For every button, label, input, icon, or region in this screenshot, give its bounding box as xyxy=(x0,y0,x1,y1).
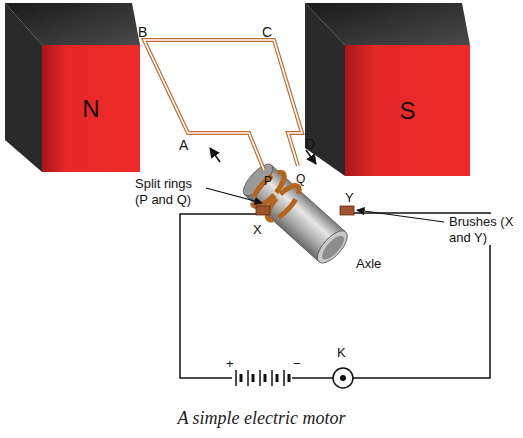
circuit-wire xyxy=(180,213,490,378)
figure-caption: A simple electric motor xyxy=(0,408,523,429)
battery-symbol xyxy=(236,370,289,386)
current-arrow xyxy=(306,150,316,164)
part-letter: Q xyxy=(296,172,305,186)
brush xyxy=(256,206,270,215)
leader-line xyxy=(206,188,262,203)
part-letter: Y xyxy=(345,190,354,206)
part-name: Axle xyxy=(356,256,381,272)
magnet-side xyxy=(305,3,345,176)
magnet-side xyxy=(5,3,42,172)
part-letter: P xyxy=(264,174,272,188)
magnet-pole: N xyxy=(82,95,99,123)
battery-sign: − xyxy=(293,356,301,372)
part-name: Split rings (P and Q) xyxy=(135,176,201,207)
corner-letter: B xyxy=(138,24,147,41)
battery-sign: + xyxy=(226,356,234,372)
part-name: Brushes (X and Y) xyxy=(447,214,517,245)
axle xyxy=(237,158,353,269)
corner-letter: C xyxy=(262,24,272,41)
magnet-south: S xyxy=(345,45,470,176)
corner-letter: D xyxy=(305,136,315,153)
corner-letter: A xyxy=(179,137,188,154)
magnet-pole: S xyxy=(399,97,415,125)
leader-line xyxy=(357,210,444,222)
key-label: K xyxy=(337,345,346,361)
brush xyxy=(340,206,354,215)
key-symbol xyxy=(333,368,353,388)
part-letter: X xyxy=(253,222,262,238)
current-arrow xyxy=(210,148,220,162)
coil xyxy=(144,40,302,170)
magnet-north: N xyxy=(42,45,140,172)
